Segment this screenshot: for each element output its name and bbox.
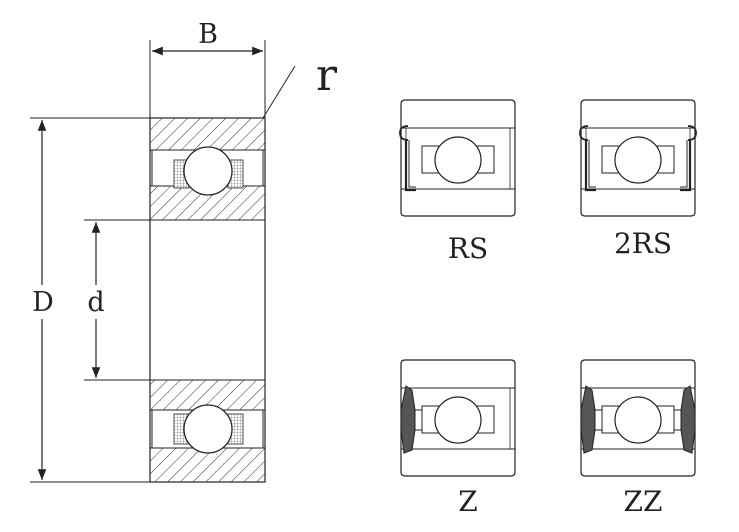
variant-zz-label: ZZ bbox=[624, 485, 663, 518]
variant-2rs-label: 2RS bbox=[614, 227, 672, 260]
label-width-b: B bbox=[198, 19, 218, 50]
ball-top bbox=[183, 146, 233, 196]
variant-rs-drawing bbox=[398, 99, 516, 217]
variant-z-drawing bbox=[400, 359, 516, 477]
ball-bottom bbox=[183, 404, 233, 454]
outer-ring-bottom bbox=[149, 447, 266, 483]
leader-r bbox=[262, 65, 296, 119]
variant-z-label: Z bbox=[458, 485, 477, 518]
label-radius-r: r bbox=[316, 50, 338, 101]
main-cross-section: B r D d bbox=[30, 19, 338, 483]
label-outer-diameter: D bbox=[32, 287, 54, 318]
variant-zz-drawing bbox=[580, 359, 696, 477]
outer-ring-top bbox=[149, 117, 266, 151]
variant-rs-label: RS bbox=[448, 232, 488, 265]
label-inner-diameter: d bbox=[87, 287, 104, 318]
variant-2rs-drawing bbox=[578, 99, 698, 217]
